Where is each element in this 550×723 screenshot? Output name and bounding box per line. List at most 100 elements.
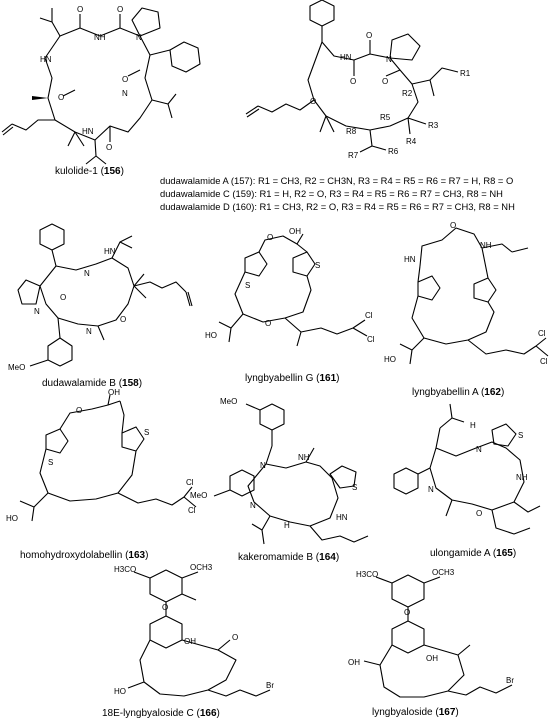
- atom-label: HN: [40, 55, 52, 64]
- atom-label: HO: [6, 514, 18, 523]
- atom-label: O: [58, 93, 64, 102]
- atom-label: O: [162, 603, 168, 612]
- structure-ulongamide-a: H N S NH N O ulongamide A (165): [380, 398, 550, 568]
- caption-homohydroxydolabellin: homohydroxydolabellin (163): [20, 550, 149, 561]
- atom-label: MeO: [190, 491, 207, 500]
- structure-drawing-lyngbyaloside: H3CO OCH3 O OH OH Br: [348, 568, 514, 698]
- atom-label: N: [428, 485, 434, 494]
- atom-label: OH: [426, 654, 438, 663]
- atom-label: S: [245, 281, 250, 290]
- atom-label: Cl: [186, 478, 194, 487]
- structure-drawing-ulongamide-a: H N S NH N O: [393, 403, 541, 535]
- atom-label: Cl: [540, 357, 548, 366]
- atom-label: HO: [205, 331, 217, 340]
- atom-label: OH: [348, 658, 360, 667]
- caption-18e-lyngbyaloside-c: 18E-lyngbyaloside C (166): [102, 708, 220, 719]
- atom-label: S: [315, 261, 320, 270]
- atom-label: O: [476, 509, 482, 518]
- atom-label: HN: [404, 255, 416, 264]
- atom-label: N: [386, 55, 392, 64]
- atom-label: O: [366, 31, 372, 40]
- atom-label: O: [382, 77, 388, 86]
- atom-label: R1: [460, 69, 471, 78]
- atom-label: O: [77, 5, 83, 14]
- structure-drawing-lyngbyabellin-a: O HN NH HO Cl Cl: [384, 221, 549, 366]
- atom-label: O: [404, 608, 410, 617]
- atom-label: HO: [114, 687, 126, 696]
- structure-drawing-homohydroxydolabellin: OH O S S HO Cl Cl: [6, 388, 197, 523]
- atom-label: NH: [516, 473, 528, 482]
- atom-label: O: [267, 233, 273, 242]
- atom-label: S: [518, 431, 523, 440]
- atom-label: R7: [348, 151, 359, 160]
- structure-kakeromamide-b: MeO N NH S MeO N H HN kakeromamide B (16…: [190, 390, 380, 570]
- atom-label: N: [476, 445, 482, 454]
- atom-label: S: [352, 483, 357, 492]
- atom-label: O: [265, 319, 271, 328]
- structure-drawing-dudawalamide-general: HN O O O N O R1 R2 R3 R4 R5 R6 R7 R8: [245, 0, 471, 160]
- atom-label: H: [284, 521, 290, 530]
- atom-label: O: [117, 5, 123, 14]
- atom-label: O: [106, 143, 112, 152]
- atom-label: HN: [82, 127, 94, 136]
- atom-label: Cl: [365, 311, 373, 320]
- atom-label: R3: [428, 121, 439, 130]
- structure-dudawalamide-general: HN O O O N O R1 R2 R3 R4 R5 R6 R7 R8: [230, 0, 550, 220]
- atom-label: H: [470, 421, 476, 430]
- atom-label: NH: [480, 241, 492, 250]
- atom-label: N: [34, 307, 40, 316]
- structure-lyngbyabellin-a: O HN NH HO Cl Cl lyngbyabellin A (162): [382, 221, 550, 402]
- atom-label: MeO: [8, 363, 25, 372]
- caption-lyngbyabellin-a: lyngbyabellin A (162): [412, 387, 505, 398]
- atom-label: O: [60, 293, 66, 302]
- atom-label: MeO: [220, 397, 237, 406]
- atom-label: O: [122, 75, 128, 84]
- atom-label: Cl: [367, 335, 375, 344]
- structure-drawing-18e-lyngbyaloside-c: H3CO OCH3 O OH O HO Br: [114, 563, 274, 697]
- atom-label: OH: [184, 637, 196, 646]
- atom-label: O: [350, 77, 356, 86]
- structure-dudawalamide-b: N HN O O N N MeO dudawalamide B (158): [0, 220, 193, 395]
- atom-label: O: [450, 221, 456, 230]
- atom-label: HN: [340, 53, 352, 62]
- atom-label: O: [232, 633, 238, 642]
- atom-label: OH: [108, 388, 120, 397]
- atom-label: N: [84, 269, 90, 278]
- atom-label: O: [76, 406, 82, 415]
- atom-label: Cl: [188, 506, 196, 515]
- structure-drawing-kulolide-1: O O NH N HN O O N O HN: [1, 5, 201, 165]
- atom-label: R2: [402, 89, 413, 98]
- structure-drawing-dudawalamide-b: N HN O O N N MeO: [8, 223, 193, 372]
- structure-kulolide-1: O O NH N HN O O N O HN kulolide-1 (156): [0, 0, 230, 185]
- atom-label: HO: [384, 355, 396, 364]
- atom-label: S: [48, 458, 53, 467]
- dudawalamide-d-row: dudawalamide D (160): R1 = CH3, R2 = O, …: [160, 201, 515, 212]
- atom-label: NH: [298, 453, 310, 462]
- atom-label: R5: [380, 113, 391, 122]
- caption-lyngbyabellin-g: lyngbyabellin G (161): [245, 373, 340, 384]
- atom-label: N: [86, 327, 92, 336]
- atom-label: H3CO: [114, 565, 136, 574]
- atom-label: O: [120, 315, 126, 324]
- dudawalamide-c-row: dudawalamide C (159): R1 = H, R2 = O, R3…: [160, 188, 503, 199]
- structure-lyngbyaloside: H3CO OCH3 O OH OH Br lyngbyaloside (167): [330, 565, 530, 723]
- atom-label: Br: [506, 676, 514, 685]
- caption-kakeromamide-b: kakeromamide B (164): [238, 552, 340, 563]
- caption-ulongamide-a: ulongamide A (165): [430, 548, 517, 559]
- atom-label: R6: [388, 147, 399, 156]
- structure-drawing-kakeromamide-b: MeO N NH S MeO N H HN: [190, 397, 369, 545]
- atom-label: R4: [406, 137, 417, 146]
- structure-drawing-lyngbyabellin-g: OH O S S HO Cl Cl O: [205, 227, 375, 347]
- atom-label: HN: [336, 513, 348, 522]
- atom-label: N: [122, 89, 128, 98]
- atom-label: OCH3: [190, 563, 213, 572]
- dudawalamide-a-row: dudawalamide A (157): R1 = CH3, R2 = CH3…: [160, 175, 514, 186]
- atom-label: N: [250, 501, 256, 510]
- atom-label: Br: [266, 681, 274, 690]
- atom-label: Cl: [538, 329, 546, 338]
- atom-label: OH: [289, 227, 301, 236]
- structure-lyngbyabellin-g: OH O S S HO Cl Cl O lyngbyabellin G (161…: [205, 227, 385, 393]
- atom-label: N: [136, 33, 142, 42]
- structure-homohydroxydolabellin: OH O S S HO Cl Cl homohydroxydolabellin …: [0, 388, 200, 565]
- atom-label: HN: [104, 247, 116, 256]
